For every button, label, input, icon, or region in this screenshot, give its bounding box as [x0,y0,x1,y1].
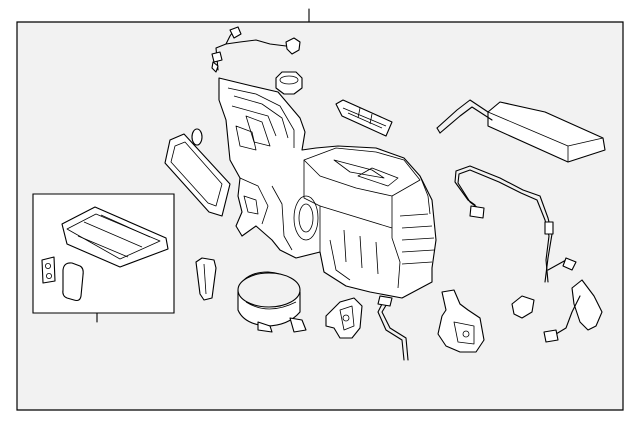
hvac-housing [219,78,436,298]
mode-door-actuator [438,290,484,352]
mounting-bracket [196,258,216,300]
blower-motor [238,272,306,332]
temperature-sensor [544,280,602,342]
cabin-filter-tray [62,207,168,267]
mode-actuator-top [276,72,302,94]
grommet-ring [192,129,202,145]
wire-clip [512,296,534,318]
drain-hose [378,296,408,360]
air-duct-bracket [336,100,392,136]
vacuum-hose-top [212,27,300,72]
filter-clip [42,257,55,283]
filter-kit-inset [33,194,174,322]
blend-door-actuator [326,298,362,338]
refrigerant-line [455,166,576,282]
seal-frame [165,134,230,216]
filter-door [63,263,83,301]
evaporator-core [437,100,605,162]
